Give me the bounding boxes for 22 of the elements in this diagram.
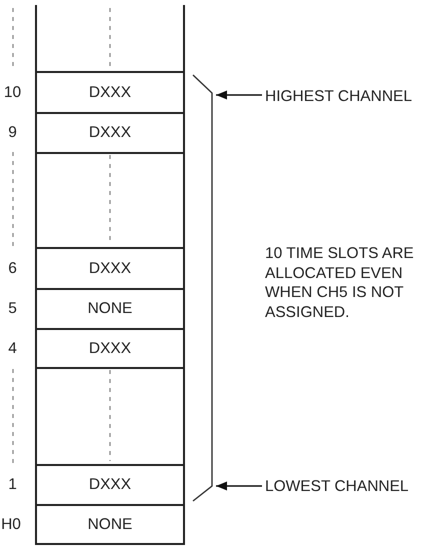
slot-number: 5 [8,299,17,319]
callout-text: HIGHEST CHANNEL [265,87,412,107]
slot-number: 4 [8,338,17,358]
time-slot: DXXX [35,328,185,369]
arrow [216,90,262,100]
slot-number: 10 [4,82,22,102]
arrow [216,482,262,490]
bracket [192,74,214,502]
empty-slot [35,367,185,466]
time-slot: DXXX [35,464,185,506]
empty-slot [35,152,185,249]
slot-number: 6 [8,258,17,278]
time-slot: DXXX [35,71,185,114]
slot-number: H0 [1,514,21,534]
time-slot: DXXX [35,247,185,290]
time-slot: DXXX [35,112,185,154]
slot-number: 1 [8,475,17,495]
note-text: 10 TIME SLOTS ARE ALLOCATED EVEN WHEN CH5 IS NOT ASSIGNED. [265,244,415,322]
slot-number: 9 [8,123,17,143]
callout-text: LOWEST CHANNEL [265,477,409,497]
time-slot: NONE [35,288,185,330]
time-slot: NONE [35,504,185,545]
